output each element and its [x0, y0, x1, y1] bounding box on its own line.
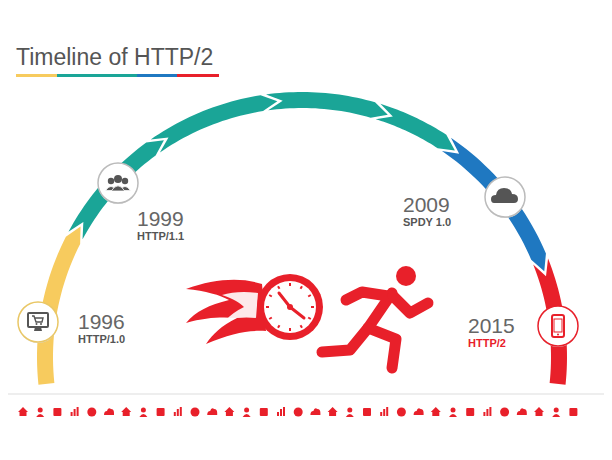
year-text: 1996 [78, 310, 125, 333]
milestone-node: 1999HTTP/1.1 [96, 161, 186, 245]
small-icon [139, 408, 147, 418]
milestone-node: 2015HTTP/2 [466, 304, 584, 353]
milestone-node: 1996HTTP/1.0 [16, 300, 127, 349]
clock-tick [269, 295, 272, 297]
small-icon [363, 408, 371, 416]
version-text: HTTP/2 [468, 337, 515, 350]
small-icon [243, 408, 251, 418]
milestone-circle [534, 302, 582, 350]
milestone-icon [491, 188, 518, 203]
arc-segment [266, 92, 388, 118]
milestone-circle [94, 159, 142, 207]
milestone-node: 2009SPDY 1.0 [401, 175, 531, 231]
small-icon [260, 408, 268, 416]
small-icon [87, 408, 96, 417]
milestone-icon [552, 315, 564, 337]
small-icon [157, 408, 165, 416]
small-icon [53, 408, 61, 416]
small-icon [534, 407, 544, 416]
clock-symbol [257, 274, 323, 340]
arc-segment [151, 95, 278, 152]
icon-row [18, 407, 577, 417]
small-icon [310, 408, 320, 415]
small-icon [517, 408, 527, 415]
milestone-label: 1996HTTP/1.0 [78, 310, 125, 346]
small-icon [431, 407, 441, 416]
small-icon [121, 407, 131, 416]
version-text: SPDY 1.0 [403, 216, 451, 229]
title-box: Timeline of HTTP/2 [16, 44, 213, 71]
runner-figure [322, 266, 428, 368]
year-text: 1999 [137, 207, 184, 230]
small-icon [36, 408, 44, 418]
clock-tick [289, 328, 291, 331]
small-icon [569, 408, 577, 416]
version-text: HTTP/1.1 [137, 230, 184, 243]
timeline-arc [37, 92, 567, 385]
small-icon [380, 407, 388, 416]
clock-tick [301, 325, 303, 328]
year-text: 2009 [403, 193, 451, 216]
small-icon [346, 408, 354, 418]
small-icon [483, 407, 491, 416]
small-icon [104, 408, 114, 415]
small-icon [174, 407, 182, 416]
clock-tick [278, 286, 280, 289]
milestone-label: 2015HTTP/2 [468, 314, 515, 350]
milestone-label: 2009SPDY 1.0 [403, 193, 451, 229]
small-icon [71, 407, 79, 416]
small-icon [466, 408, 474, 416]
year-text: 2015 [468, 314, 515, 337]
arc-segment [442, 138, 546, 271]
clock-tick [266, 306, 269, 308]
small-icon [224, 407, 234, 416]
arc-segment [376, 104, 455, 151]
clock-tick [301, 286, 303, 289]
small-icon [397, 408, 406, 417]
milestone-icon [28, 313, 48, 331]
divider-line [8, 394, 604, 395]
small-icon [328, 407, 338, 416]
version-text: HTTP/1.0 [78, 333, 125, 346]
small-icon [449, 408, 457, 418]
small-icon [414, 408, 424, 415]
clock-tick [308, 295, 311, 297]
small-icon [191, 408, 200, 417]
milestone-circle [14, 298, 62, 346]
clock-tick [289, 283, 291, 286]
milestone-icon [106, 175, 131, 191]
clock-tick [308, 318, 311, 320]
title-underline [16, 74, 219, 77]
small-icon [207, 408, 217, 415]
clock-tick [269, 318, 272, 320]
small-icon [277, 407, 285, 416]
milestone-circle [481, 173, 529, 221]
milestone-label: 1999HTTP/1.1 [137, 207, 184, 243]
clock-tick [278, 325, 280, 328]
small-icon [18, 407, 28, 416]
small-icon [294, 408, 303, 417]
small-icon [552, 408, 560, 418]
diagram-title: Timeline of HTTP/2 [16, 44, 213, 70]
flame-symbol [186, 280, 266, 344]
small-icon [500, 408, 509, 417]
clock-tick [311, 306, 314, 308]
